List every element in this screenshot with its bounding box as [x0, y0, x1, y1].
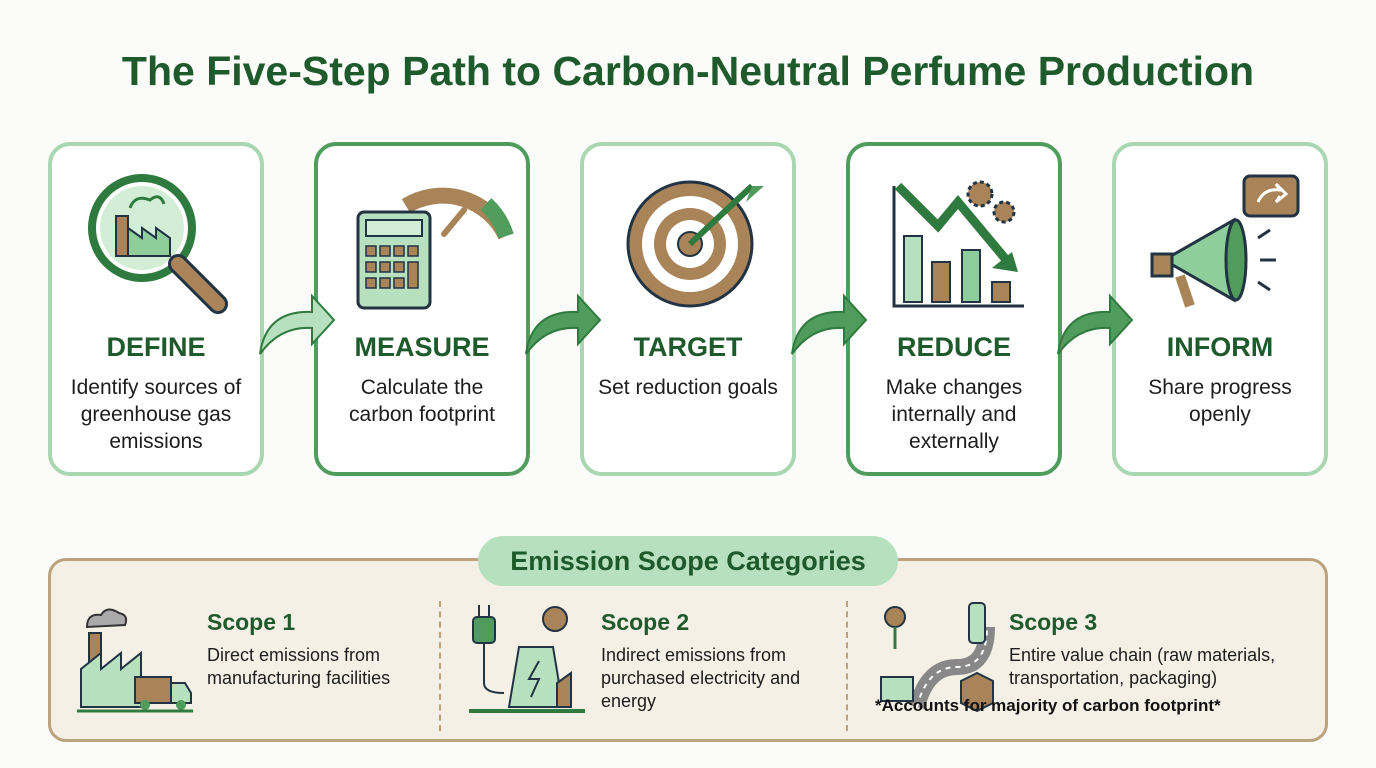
scope-description: Entire value chain (raw materials, trans…	[1009, 645, 1276, 688]
target-arrow-icon	[626, 180, 764, 308]
scope-description: Direct emissions from manufacturing faci…	[207, 645, 391, 688]
declining-chart-gears-icon	[892, 180, 1024, 308]
step-title: TARGET	[633, 332, 743, 362]
step-card-define: DEFINE Identify sources of greenhouse ga…	[48, 142, 264, 476]
scope-2: Scope 2 Indirect emissions from purchase…	[601, 609, 831, 713]
arrow-right-icon	[1057, 293, 1134, 355]
divider	[846, 601, 848, 731]
scope-title: Scope 1	[207, 609, 296, 635]
step-card-target: TARGET Set reduction goals	[580, 142, 796, 476]
scope-3: Scope 3 Entire value chain (raw material…	[875, 609, 1319, 716]
step-description: Identify sources of greenhouse gas emiss…	[70, 376, 242, 453]
scope-title: Scope 3	[1009, 609, 1098, 635]
page-title: The Five-Step Path to Carbon-Neutral Per…	[121, 48, 1255, 94]
divider	[439, 601, 441, 731]
scope-1: Scope 1 Direct emissions from manufactur…	[207, 609, 417, 690]
step-card-inform: INFORM Share progress openly	[1112, 142, 1328, 476]
step-title: DEFINE	[106, 332, 206, 362]
factory-truck-icon	[77, 608, 193, 713]
scope-3-note: *Accounts for majority of carbon footpri…	[875, 696, 1221, 715]
step-card-reduce: REDUCE Make changes internally and exter…	[846, 142, 1062, 476]
magnifier-factory-icon	[88, 174, 228, 314]
step-description: Set reduction goals	[598, 376, 778, 399]
step-title: REDUCE	[896, 332, 1011, 362]
megaphone-icon	[1150, 174, 1300, 308]
step-description: Calculate the carbon footprint	[349, 376, 495, 426]
step-title: MEASURE	[354, 332, 490, 362]
power-plant-plug-icon	[469, 605, 585, 713]
arrow-right-icon	[791, 293, 868, 355]
arrow-right-icon	[525, 293, 602, 355]
step-title: INFORM	[1166, 332, 1274, 362]
value-chain-icon	[880, 602, 995, 713]
scope-title: Scope 2	[601, 609, 690, 635]
step-card-measure: MEASURE Calculate the carbon footprint	[314, 142, 530, 476]
scope-description: Indirect emissions from purchased electr…	[601, 645, 801, 711]
step-description: Make changes internally and externally	[885, 376, 1023, 453]
arrow-right-icon	[259, 293, 336, 355]
scopes-section-title: Emission Scope Categories	[478, 536, 898, 586]
step-description: Share progress openly	[1148, 376, 1292, 426]
calculator-gauge-icon	[356, 187, 514, 310]
